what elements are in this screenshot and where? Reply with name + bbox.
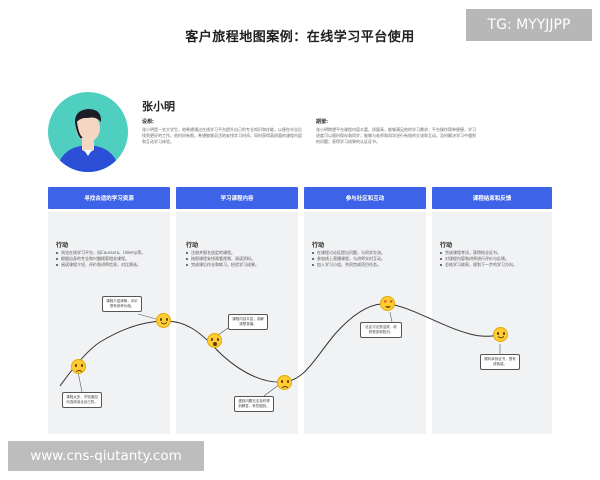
- happy-face-icon: [493, 327, 508, 342]
- expectations-label: 期望:: [316, 119, 328, 125]
- note-card: 顺利拿到证书，很有成就感。: [480, 354, 520, 370]
- watermark-bottom: www.cns-qiutanty.com: [8, 441, 204, 471]
- worried-face-icon: [71, 359, 86, 374]
- actions-label-3: 行动: [312, 242, 325, 249]
- surprised-face-icon: [207, 333, 222, 348]
- action-item: 注册并报名选定的课程。: [186, 250, 292, 256]
- actions-list-1: 浏览在线学习平台，如Coursera、Udemy等。 根据自身的专业和兴趣搜索相…: [56, 250, 164, 268]
- note-card: 课程介绍清晰，评价很有参考价值。: [102, 296, 142, 312]
- action-item: 参加线上直播课程，与讲师实时互动。: [312, 256, 420, 262]
- stage-lane-4: [432, 212, 552, 434]
- actions-label-2: 行动: [186, 242, 199, 249]
- action-item: 根据自身的专业和兴趣搜索相关课程。: [56, 256, 164, 262]
- note-card: 课程太多，不知道如何选择适合自己的。: [62, 392, 102, 408]
- expectations-text: 张小明期望平台课程内容丰富，质量高，能够满足他的学习需求；平台操作简单便捷，学习…: [316, 127, 476, 144]
- smiling-face-icon: [156, 313, 171, 328]
- star-struck-face-icon: ★ ★: [380, 296, 395, 311]
- sad-face-icon: [277, 375, 292, 390]
- watermark-top: TG: MYYJJPP: [466, 9, 592, 41]
- action-item: 阅读课程介绍、评价和讲师信息，对比筛选。: [56, 262, 164, 268]
- action-item: 在课程讨论区提出问题，与同学交流。: [312, 250, 420, 256]
- actions-list-4: 完成课程考试，获得结业证书。 对课程内容和讲师进行评价与反馈。 总结学习收获，规…: [440, 250, 546, 268]
- person-illustration-icon: [56, 109, 120, 172]
- action-item: 浏览在线学习平台，如Coursera、Udemy等。: [56, 250, 164, 256]
- page-title: 客户旅程地图案例：在线学习平台使用: [185, 30, 415, 45]
- actions-list-3: 在课程讨论区提出问题，与同学交流。 参加线上直播课程，与讲师实时互动。 加入学习…: [312, 250, 420, 268]
- stage-header-2: 学习课程内容: [176, 187, 298, 209]
- action-item: 总结学习收获，规划下一步的学习方向。: [440, 262, 546, 268]
- persona-avatar: [48, 92, 128, 172]
- note-card: 课程内容丰富，讲解清楚易懂。: [228, 314, 268, 330]
- persona-name: 张小明: [142, 100, 175, 113]
- action-item: 完成课程考试，获得结业证书。: [440, 250, 546, 256]
- actions-list-2: 注册并报名选定的课程。 按照课程安排观看视频、阅读资料。 完成课后作业和练习，检…: [186, 250, 292, 268]
- stage-header-1: 寻找合适的学习资源: [48, 187, 170, 209]
- action-item: 按照课程安排观看视频、阅读资料。: [186, 256, 292, 262]
- goals-label: 设想:: [142, 119, 154, 125]
- actions-label-1: 行动: [56, 242, 69, 249]
- stage-header-4: 课程结束和反馈: [432, 187, 552, 209]
- action-item: 加入学习小组，共同完成项目任务。: [312, 262, 420, 268]
- note-card: 遇到问题无法及时得到解答，有些困扰。: [234, 396, 274, 412]
- note-card: 社区讨论很活跃，收获很多新知识。: [360, 322, 402, 338]
- actions-label-4: 行动: [440, 242, 453, 249]
- goals-text: 张小明是一名大学生，他希望通过在线学习平台提升自己的专业知识和技能，以便在毕业后…: [142, 127, 302, 144]
- action-item: 完成课后作业和练习，检验学习成果。: [186, 262, 292, 268]
- stage-header-3: 参与社区和互动: [304, 187, 426, 209]
- action-item: 对课程内容和讲师进行评价与反馈。: [440, 256, 546, 262]
